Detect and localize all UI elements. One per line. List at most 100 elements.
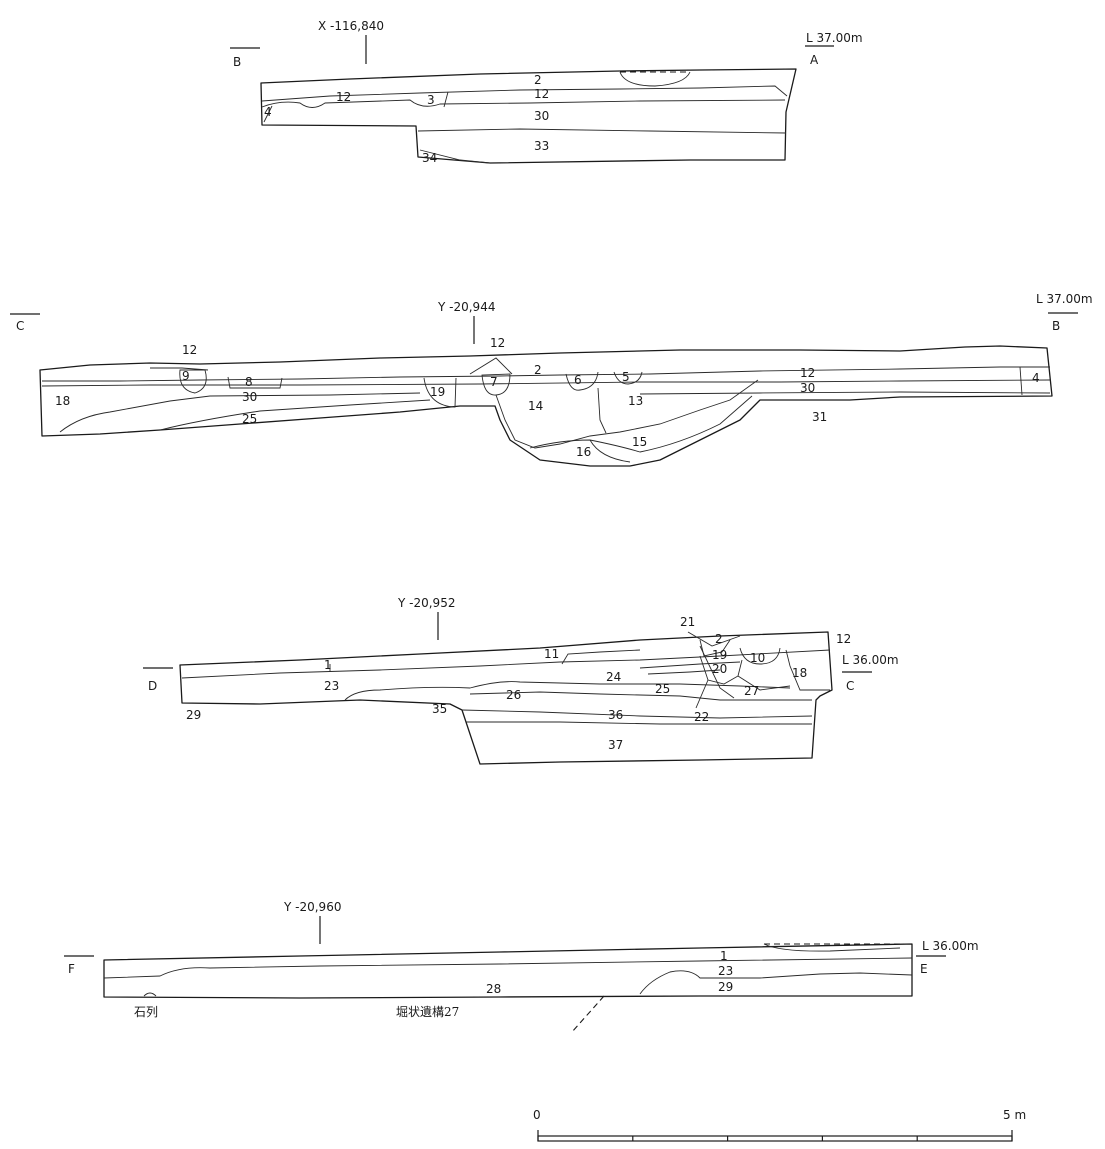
layer-boundary	[1019, 366, 1023, 396]
layer-label: 22	[694, 710, 709, 724]
layer-label: 12	[534, 87, 549, 101]
layer-label: 7	[490, 375, 498, 389]
layer-label: 11	[544, 647, 559, 661]
pit-profile	[619, 71, 691, 87]
feature-profile	[763, 943, 901, 952]
layer-label: 25	[242, 412, 257, 426]
layer-label: 14	[528, 399, 543, 413]
level-label: L 36.00m	[922, 939, 979, 953]
layer-label: 29	[186, 708, 201, 722]
layer-boundary	[561, 649, 641, 665]
layer-boundary	[785, 649, 830, 691]
layer-label: 27	[744, 684, 759, 698]
level-label: L 37.00m	[1036, 292, 1093, 306]
layer-label: 28	[486, 982, 501, 996]
end-label-left: B	[233, 55, 241, 69]
layer-boundary	[419, 149, 491, 164]
layer-boundary	[261, 99, 786, 108]
layer-boundary	[639, 661, 741, 669]
layer-label: 35	[432, 702, 447, 716]
layer-boundary	[263, 105, 273, 123]
layer-boundary	[495, 379, 759, 449]
layer-boundary	[699, 645, 735, 699]
layer-boundary	[227, 376, 283, 389]
layer-boundary	[469, 357, 513, 375]
level-label: L 37.00m	[806, 31, 863, 45]
scale-start-label: 0	[533, 1108, 541, 1122]
layer-label: 13	[628, 394, 643, 408]
layer-label: 2	[715, 632, 723, 646]
layer-label: 5	[622, 370, 630, 384]
layer-label: 3	[427, 93, 435, 107]
layer-label: 20	[712, 662, 727, 676]
layer-label: 18	[55, 394, 70, 408]
layer-label: 16	[576, 445, 591, 459]
end-label-right: C	[846, 679, 854, 693]
section-outline	[103, 943, 913, 999]
layer-boundary	[417, 128, 787, 134]
layer-label: 1	[720, 949, 728, 963]
ditch-dashed-line	[571, 995, 605, 1033]
coordinate-label: Y -20,952	[397, 596, 455, 610]
scale-bar: 0 5 m	[533, 1108, 1026, 1142]
layer-boundary	[739, 647, 781, 665]
layer-boundary	[181, 649, 831, 679]
layer-label: 4	[264, 105, 272, 119]
section-outline	[39, 345, 1053, 467]
layer-label: 25	[655, 682, 670, 696]
layer-boundary	[639, 970, 913, 995]
level-label: L 36.00m	[842, 653, 899, 667]
layer-label: 18	[792, 666, 807, 680]
layer-boundary	[565, 371, 599, 391]
end-label-left: F	[68, 962, 75, 976]
layer-boundary	[695, 679, 709, 709]
layer-boundary	[613, 371, 643, 385]
layer-label: 37	[608, 738, 623, 752]
layer-label: 26	[506, 688, 521, 702]
layer-boundary	[699, 655, 743, 685]
ditch-feature-annotation: 堀状遺構27	[396, 1004, 459, 1019]
layer-boundary	[103, 957, 913, 979]
layer-boundary	[699, 639, 731, 657]
layer-boundary	[179, 369, 207, 394]
end-label-left: D	[148, 679, 157, 693]
layer-boundary	[159, 399, 431, 431]
end-label-right: E	[920, 962, 928, 976]
layer-boundary	[589, 439, 631, 463]
layer-label: 36	[608, 708, 623, 722]
layer-label: 12	[800, 366, 815, 380]
section-b-c: Y -20,944 C L 37.00m B 12 12 9 8 30 18 2…	[10, 292, 1093, 467]
layer-label: 23	[324, 679, 339, 693]
layer-label: 30	[242, 390, 257, 404]
layer-boundary	[466, 721, 812, 725]
section-e-f: Y -20,960 F L 36.00m E 1 23 28 29 石列 堀状遺…	[64, 900, 979, 1033]
end-label-left: C	[16, 319, 24, 333]
scale-end-label: 5 m	[1003, 1108, 1026, 1122]
layer-boundary	[143, 992, 157, 997]
layer-label: 12	[182, 343, 197, 357]
layer-boundary	[42, 366, 1050, 382]
layer-boundary	[41, 379, 1051, 387]
stone-row-annotation: 石列	[134, 1005, 158, 1019]
layer-boundary	[344, 681, 791, 701]
section-c-d: Y -20,952 D L 36.00m C 21 2 12 11 19 10 …	[143, 596, 899, 765]
layer-label: 10	[750, 651, 765, 665]
layer-boundary	[687, 631, 741, 647]
layer-boundary	[647, 669, 721, 675]
layer-label: 19	[712, 648, 727, 662]
layer-label: 33	[534, 139, 549, 153]
scale-bar-frame	[537, 1135, 1013, 1142]
layer-label: 19	[430, 385, 445, 399]
layer-boundary	[639, 391, 1051, 395]
layer-label: 29	[718, 980, 733, 994]
layer-boundary	[443, 91, 449, 108]
layer-boundary	[529, 395, 753, 453]
end-label-right: A	[810, 53, 819, 67]
coordinate-label: X -116,840	[318, 19, 384, 33]
layer-label: 34	[422, 151, 437, 165]
layer-label: 6	[574, 373, 582, 387]
layer-label: 9	[182, 369, 190, 383]
layer-label: 12	[836, 632, 851, 646]
section-outline	[260, 68, 797, 164]
layer-label: 2	[534, 73, 542, 87]
